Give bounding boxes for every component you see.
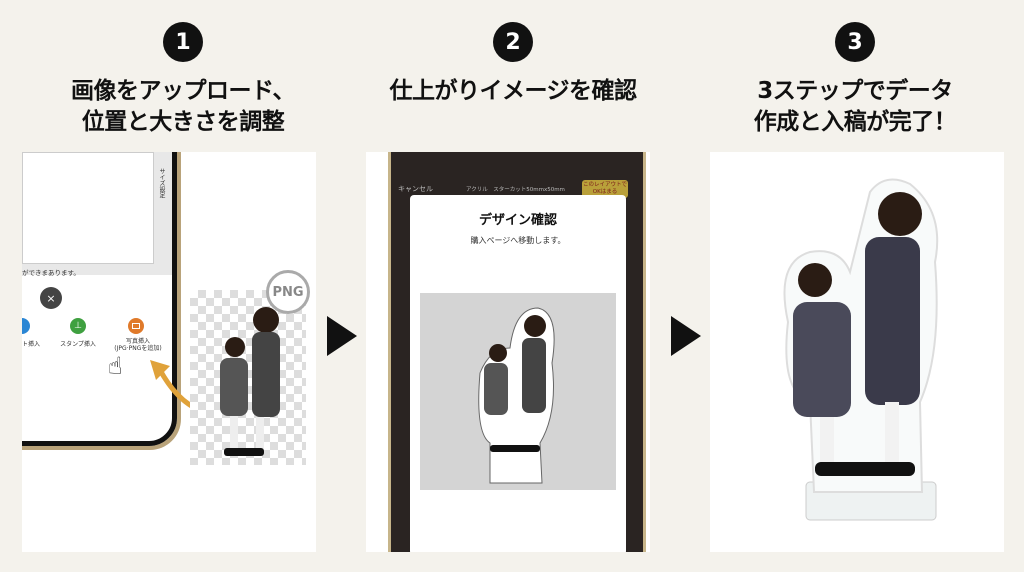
stamp-button[interactable]: ⊥ xyxy=(70,318,86,334)
close-button[interactable]: × xyxy=(40,287,62,309)
hand-pointer-icon: ☝ xyxy=(108,352,123,380)
text-insert-label: ト挿入 xyxy=(22,341,41,348)
acrylic-stand-photo xyxy=(783,178,939,521)
step-2-panel: キャンセル アクリル スターカット50mmx50mm このレイアウトで OKはま… xyxy=(366,152,650,552)
notice-text: ができまあります。 xyxy=(22,269,80,277)
step-3-number: 3 xyxy=(835,22,875,62)
png-image xyxy=(190,290,306,465)
ok-layout-button[interactable]: このレイアウトで OKはまる xyxy=(582,180,628,198)
design-confirm-dialog: デザイン確認 購入ページへ移動します。 xyxy=(410,195,626,552)
stamp-label: スタンプ挿入 xyxy=(60,341,96,348)
step-3-panel xyxy=(710,152,1004,552)
step-1-number: 1 xyxy=(163,22,203,62)
preview-image xyxy=(420,293,616,490)
step-1-panel: サイズ設定 ができまあります。 × ト挿入 ⊥ スタンプ挿入 写真挿入 (JPG… xyxy=(22,152,316,552)
dialog-title: デザイン確認 xyxy=(478,213,557,228)
photo-icon xyxy=(132,323,140,329)
children-photo xyxy=(220,307,280,456)
size-settings-tab[interactable]: サイズ設定 xyxy=(158,168,165,198)
step-1-title: 画像をアップロード、 位置と大きさを調整 xyxy=(70,78,296,135)
step-2-number: 2 xyxy=(493,22,533,62)
step-2-title: 仕上がりイメージを確認 xyxy=(389,78,637,104)
dialog-text: 購入ページへ移動します。 xyxy=(470,236,566,245)
canvas-area: サイズ設定 xyxy=(22,152,172,275)
step-3-title: 3ステップでデータ 作成と入稿が完了！ xyxy=(753,78,957,135)
png-badge: PNG xyxy=(266,270,310,314)
next-arrow-icon xyxy=(671,316,701,356)
product-name: アクリル スターカット50mmx50mm xyxy=(466,187,565,193)
cancel-button[interactable]: キャンセル xyxy=(398,185,433,193)
photo-insert-button[interactable] xyxy=(128,318,144,334)
acrylic-preview xyxy=(478,307,555,484)
photo-insert-label: 写真挿入 (JPG·PNGを追加) xyxy=(114,338,162,352)
phone-frame xyxy=(22,152,177,446)
text-insert-button[interactable] xyxy=(22,318,30,334)
next-arrow-icon xyxy=(327,316,357,356)
